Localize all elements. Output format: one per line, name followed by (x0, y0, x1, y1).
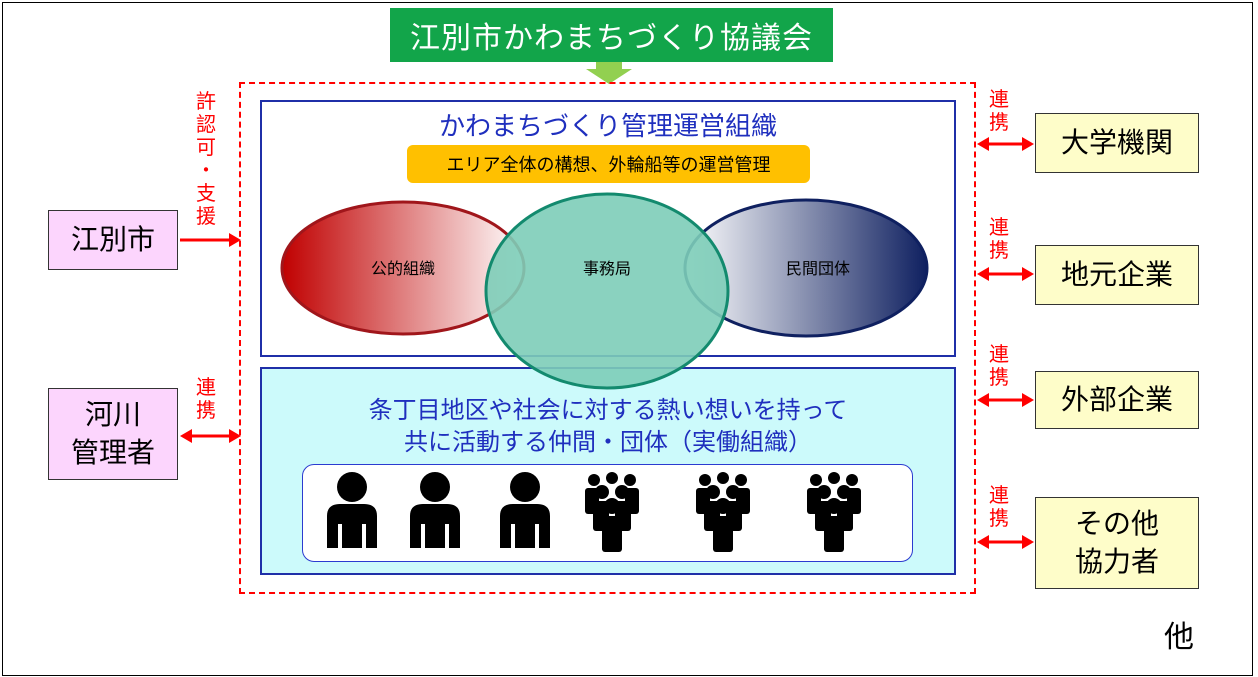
partner-label: その他 (1074, 507, 1159, 540)
group-icon (807, 472, 861, 552)
double-arrow-icon (977, 137, 1034, 151)
partner-label: 外部企業 (1060, 383, 1173, 416)
link-char: 携 (989, 110, 1009, 134)
permit-char: ・ (196, 158, 216, 182)
management-organization-title: かわまちづくり管理運営組織 (438, 112, 777, 142)
link-char: 携 (989, 238, 1009, 262)
link-label-local-companies: 連 携 (987, 216, 1011, 262)
management-scope-tag: エリア全体の構想、外輪船等の運営管理 (407, 145, 810, 183)
down-arrow-icon (586, 62, 632, 84)
link-char: 連 (196, 375, 216, 399)
circle-label-secretariat: 事務局 (583, 259, 631, 278)
double-arrow-icon (977, 267, 1034, 281)
other-label: 他 (1164, 620, 1194, 655)
permit-char: 援 (196, 204, 216, 228)
partner-box-university: 大学機関 (1035, 113, 1199, 173)
link-label-other-cooperators: 連 携 (987, 484, 1011, 530)
city-box: 江別市 (48, 210, 178, 270)
link-char: 携 (989, 506, 1009, 530)
permit-char: 認 (196, 112, 216, 136)
permit-char: 可 (196, 135, 216, 159)
secretariat-circle (484, 192, 730, 390)
river-link-label: 連 携 (194, 376, 218, 422)
council-title: 江別市かわまちづくり協議会 (390, 8, 833, 62)
partner-box-local-companies: 地元企業 (1035, 245, 1199, 305)
river-manager-line-1: 河川 (84, 398, 141, 431)
river-manager-box: 河川 管理者 (48, 388, 178, 480)
person-icon (500, 472, 550, 548)
double-arrow-icon (977, 535, 1034, 549)
link-char: 携 (196, 398, 216, 422)
organization-boundary (239, 82, 976, 594)
person-icon (327, 472, 377, 548)
partner-label: 協力者 (1074, 545, 1159, 578)
river-manager-line-2: 管理者 (70, 436, 155, 469)
link-char: 連 (989, 215, 1009, 239)
link-char: 連 (989, 87, 1009, 111)
group-icon (585, 472, 639, 552)
permit-support-label: 許 認 可 ・ 支 援 (194, 90, 218, 228)
partner-box-other-cooperators: その他 協力者 (1035, 497, 1199, 589)
description-line-1: 条丁目地区や社会に対する熱い想いを持って (368, 396, 848, 424)
partner-label: 大学機関 (1060, 126, 1173, 159)
circle-label-private: 民間団体 (786, 259, 850, 278)
link-char: 携 (989, 365, 1009, 389)
double-arrow-icon (180, 429, 241, 443)
circle-label-public: 公的組織 (371, 259, 435, 278)
description-line-2: 共に活動する仲間・団体（実働組織） (404, 428, 812, 456)
active-members-description: 条丁目地区や社会に対する熱い想いを持って 共に活動する仲間・団体（実働組織） (260, 394, 956, 458)
link-char: 連 (989, 483, 1009, 507)
group-icon (696, 472, 750, 552)
arrow-right-icon (180, 233, 241, 247)
link-label-external-companies: 連 携 (987, 343, 1011, 389)
link-char: 連 (989, 342, 1009, 366)
partner-label: 地元企業 (1060, 258, 1173, 291)
partner-box-external-companies: 外部企業 (1035, 371, 1199, 429)
double-arrow-icon (977, 393, 1034, 407)
city-label: 江別市 (70, 223, 155, 256)
permit-char: 許 (196, 89, 216, 113)
person-icon (410, 472, 460, 548)
link-label-university: 連 携 (987, 88, 1011, 134)
permit-char: 支 (196, 181, 216, 205)
